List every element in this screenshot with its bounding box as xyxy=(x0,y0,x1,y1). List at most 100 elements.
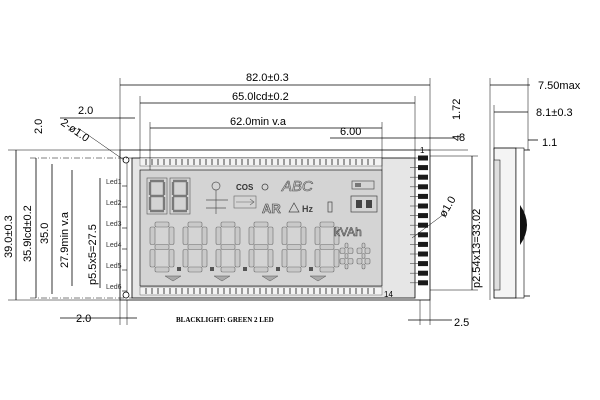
segment xyxy=(267,226,274,245)
pin xyxy=(418,165,428,171)
small-digits xyxy=(339,242,371,270)
dim-left-top-label: 2.0 xyxy=(78,105,93,117)
mount-hole-top xyxy=(122,156,130,164)
dim-lcd-width-label: 65.0lcd±0.2 xyxy=(232,91,289,103)
seven-seg-digit xyxy=(356,242,371,270)
dim-left-bottom-label: 2.0 xyxy=(76,313,91,325)
segment xyxy=(356,258,363,265)
seven-seg-digit xyxy=(339,242,354,270)
led-label: Led1 xyxy=(106,179,122,186)
pin xyxy=(418,174,428,180)
segment xyxy=(220,221,236,228)
segment xyxy=(286,266,302,273)
dim-overall-width-label: 82.0±0.3 xyxy=(246,72,289,84)
segment xyxy=(220,266,236,273)
segment xyxy=(319,244,335,250)
segment xyxy=(253,244,269,250)
pin xyxy=(418,270,428,276)
pin xyxy=(418,203,428,209)
segment xyxy=(344,253,349,259)
segment xyxy=(361,263,366,270)
pin xyxy=(418,261,428,267)
segment xyxy=(149,226,156,245)
dim-body-label: 8.1±0.3 xyxy=(536,107,573,119)
warning-icon xyxy=(288,202,300,213)
ar-text: AR xyxy=(262,201,281,216)
segment xyxy=(339,247,346,254)
led-label: Led5 xyxy=(106,263,122,270)
segment xyxy=(248,226,255,245)
battery-body xyxy=(351,180,375,190)
segment xyxy=(344,263,349,270)
segment xyxy=(215,226,222,245)
switch-icon xyxy=(350,195,378,213)
bottom-connector-strip xyxy=(139,286,383,296)
seven-seg-digit xyxy=(215,221,241,273)
led-label: Led3 xyxy=(106,221,122,228)
meter-icon xyxy=(233,195,257,209)
seven-seg-digit xyxy=(182,221,208,273)
segment xyxy=(201,249,208,268)
digit-marker xyxy=(164,275,182,282)
dim-left-vertical-label: 2.0 xyxy=(33,119,45,134)
pin-label-1: 1 xyxy=(420,146,425,155)
digit-marker xyxy=(261,275,279,282)
dim-pin-label: 1.1 xyxy=(542,137,557,149)
side-glass xyxy=(493,159,501,291)
segment xyxy=(154,221,170,228)
pin xyxy=(418,222,428,228)
segment xyxy=(281,249,288,268)
segment xyxy=(319,266,335,273)
decimal-points xyxy=(177,267,313,271)
bottom-markers xyxy=(164,275,327,282)
dim-pin-pitch-label: p2.54x13=33.02 xyxy=(471,209,483,288)
dim-pin-edge-label: 2.5 xyxy=(454,317,469,329)
segment xyxy=(361,242,366,249)
battery-icon xyxy=(351,180,375,190)
backlight-note: BLACKLIGHT: GREEN 2 LED xyxy=(176,316,274,324)
segment xyxy=(364,247,371,254)
side-view: 7.50max 8.1±0.3 1.1 xyxy=(489,78,581,300)
segment xyxy=(168,226,175,245)
icon-cluster: COS xyxy=(206,181,269,214)
phi-icon xyxy=(261,183,269,191)
decimal-point xyxy=(276,267,280,271)
segment xyxy=(333,226,340,245)
seven-seg-digit xyxy=(281,221,307,273)
thermometer-icon xyxy=(327,201,333,213)
segment xyxy=(281,226,288,245)
dim-inner-height-label: 35.0 xyxy=(39,223,51,244)
pin-hole-label: ø1.0 xyxy=(437,194,458,219)
leader-mount-hole xyxy=(77,127,125,161)
segment xyxy=(187,244,203,250)
decimal-point xyxy=(243,267,247,271)
segment xyxy=(347,247,354,254)
alnum-char-2 xyxy=(169,177,191,215)
alnum-seg xyxy=(148,179,189,213)
segment xyxy=(154,266,170,273)
alnum-char-1 xyxy=(146,177,168,215)
digit-marker xyxy=(309,275,327,282)
module-outline xyxy=(119,149,431,301)
pin xyxy=(418,232,428,238)
segment xyxy=(286,244,302,250)
view-area xyxy=(139,169,383,287)
dim-led-pitch-label: p5.5x5=27.5 xyxy=(87,224,99,285)
dim-view-height-label: 27.9min v.a xyxy=(59,211,71,268)
segment xyxy=(314,226,321,245)
seven-seg-digit xyxy=(248,221,274,273)
pin xyxy=(418,213,428,219)
segment xyxy=(149,249,156,268)
leader-pin-hole xyxy=(411,213,445,239)
connector-ticks xyxy=(145,159,375,294)
pin xyxy=(418,193,428,199)
decimal-point xyxy=(177,267,181,271)
segment xyxy=(267,249,274,268)
segment xyxy=(314,249,321,268)
cos-text: COS xyxy=(236,183,254,192)
pin xyxy=(418,251,428,257)
digit-marker xyxy=(213,275,231,282)
dim-lcd-height-label: 35.9lcd±0.2 xyxy=(22,205,34,262)
